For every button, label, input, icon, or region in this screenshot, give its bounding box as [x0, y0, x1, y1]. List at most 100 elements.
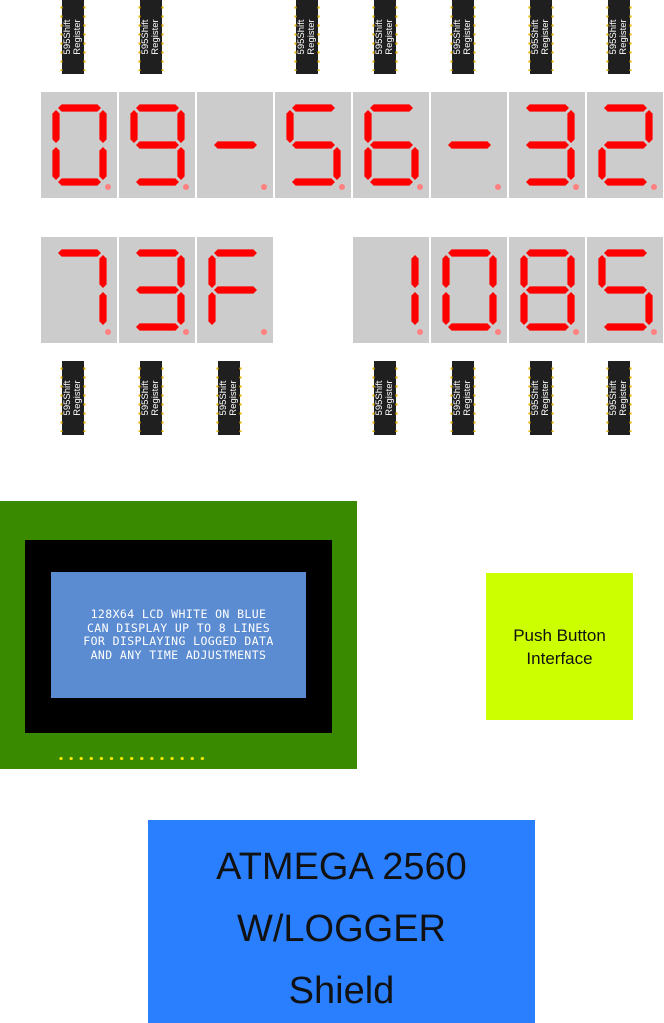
decimal-point: [417, 184, 423, 190]
segment-f: [442, 255, 450, 288]
segment-d: [604, 323, 647, 331]
lcd-text-line: 128X64 LCD WHITE ON BLUE: [90, 607, 267, 621]
segment-g: [526, 286, 569, 294]
lcd-screen: 128X64 LCD WHITE ON BLUE CAN DISPLAY UP …: [51, 572, 306, 698]
segment-d: [58, 178, 101, 186]
seven-segment-glyph: [286, 104, 345, 190]
segment-d: [526, 178, 569, 186]
segment-b: [177, 110, 185, 143]
segment-c: [567, 292, 575, 325]
segment-f: [598, 255, 606, 288]
seven-segment-digit: [275, 92, 351, 198]
segment-f: [208, 255, 216, 288]
seven-segment-digit: [431, 92, 507, 198]
segment-a: [604, 104, 647, 112]
segment-e: [52, 147, 60, 180]
decimal-point: [261, 184, 267, 190]
seven-segment-glyph: [598, 104, 657, 190]
seven-segment-glyph: [520, 249, 579, 335]
seven-segment-glyph: [208, 249, 267, 335]
segment-f: [130, 110, 138, 143]
seven-segment-digit: [353, 92, 429, 198]
seven-segment-digit: [509, 92, 585, 198]
segment-g: [370, 141, 413, 149]
segment-a: [58, 104, 101, 112]
push-button-label: Interface: [526, 648, 593, 668]
segment-c: [489, 292, 497, 325]
decimal-point: [573, 329, 579, 335]
seven-segment-glyph: [130, 104, 189, 190]
segment-d: [604, 178, 647, 186]
segment-g: [526, 141, 569, 149]
segment-c: [177, 292, 185, 325]
segment-c: [567, 147, 575, 180]
segment-c: [411, 292, 419, 325]
segment-f: [52, 110, 60, 143]
segment-a: [136, 104, 179, 112]
seven-segment-glyph: [598, 249, 657, 335]
segment-d: [526, 323, 569, 331]
seven-segment-glyph: [526, 104, 579, 190]
lcd-text-line: AND ANY TIME ADJUSTMENTS: [90, 647, 267, 662]
mcu-label: ATMEGA 2560: [216, 845, 467, 888]
lcd-module: 128X64 LCD WHITE ON BLUE CAN DISPLAY UP …: [0, 501, 357, 769]
segment-b: [567, 255, 575, 288]
segment-b: [177, 255, 185, 288]
segment-c: [177, 147, 185, 180]
decimal-point: [339, 184, 345, 190]
segment-c: [411, 147, 419, 180]
segment-g: [604, 286, 647, 294]
segment-g: [214, 141, 257, 149]
segment-a: [526, 104, 569, 112]
seven-segment-digit: [431, 237, 507, 343]
seven-segment-digit: [587, 92, 663, 198]
segment-d: [292, 178, 335, 186]
seven-segment-glyph: [411, 255, 423, 335]
decimal-point: [183, 184, 189, 190]
segment-g: [136, 286, 179, 294]
seven-segment-glyph: [214, 141, 267, 190]
segment-a: [292, 104, 335, 112]
decimal-point: [261, 329, 267, 335]
segment-d: [370, 178, 413, 186]
seven-segment-glyph: [448, 141, 501, 190]
segment-f: [286, 110, 294, 143]
segment-e: [442, 292, 450, 325]
segment-a: [58, 249, 101, 257]
segment-b: [99, 110, 107, 143]
seven-segment-digit: [41, 237, 117, 343]
seven-segment-digit: [197, 92, 273, 198]
segment-a: [526, 249, 569, 257]
segment-g: [292, 141, 335, 149]
segment-c: [645, 292, 653, 325]
seven-segment-glyph: [58, 249, 111, 335]
segment-a: [214, 249, 257, 257]
mcu-label: Shield: [288, 969, 395, 1012]
segment-c: [99, 292, 107, 325]
segment-d: [136, 178, 179, 186]
segment-e: [208, 292, 216, 325]
seven-segment-digit: [41, 92, 117, 198]
segment-b: [99, 255, 107, 288]
segment-c: [333, 147, 341, 180]
decimal-point: [417, 329, 423, 335]
